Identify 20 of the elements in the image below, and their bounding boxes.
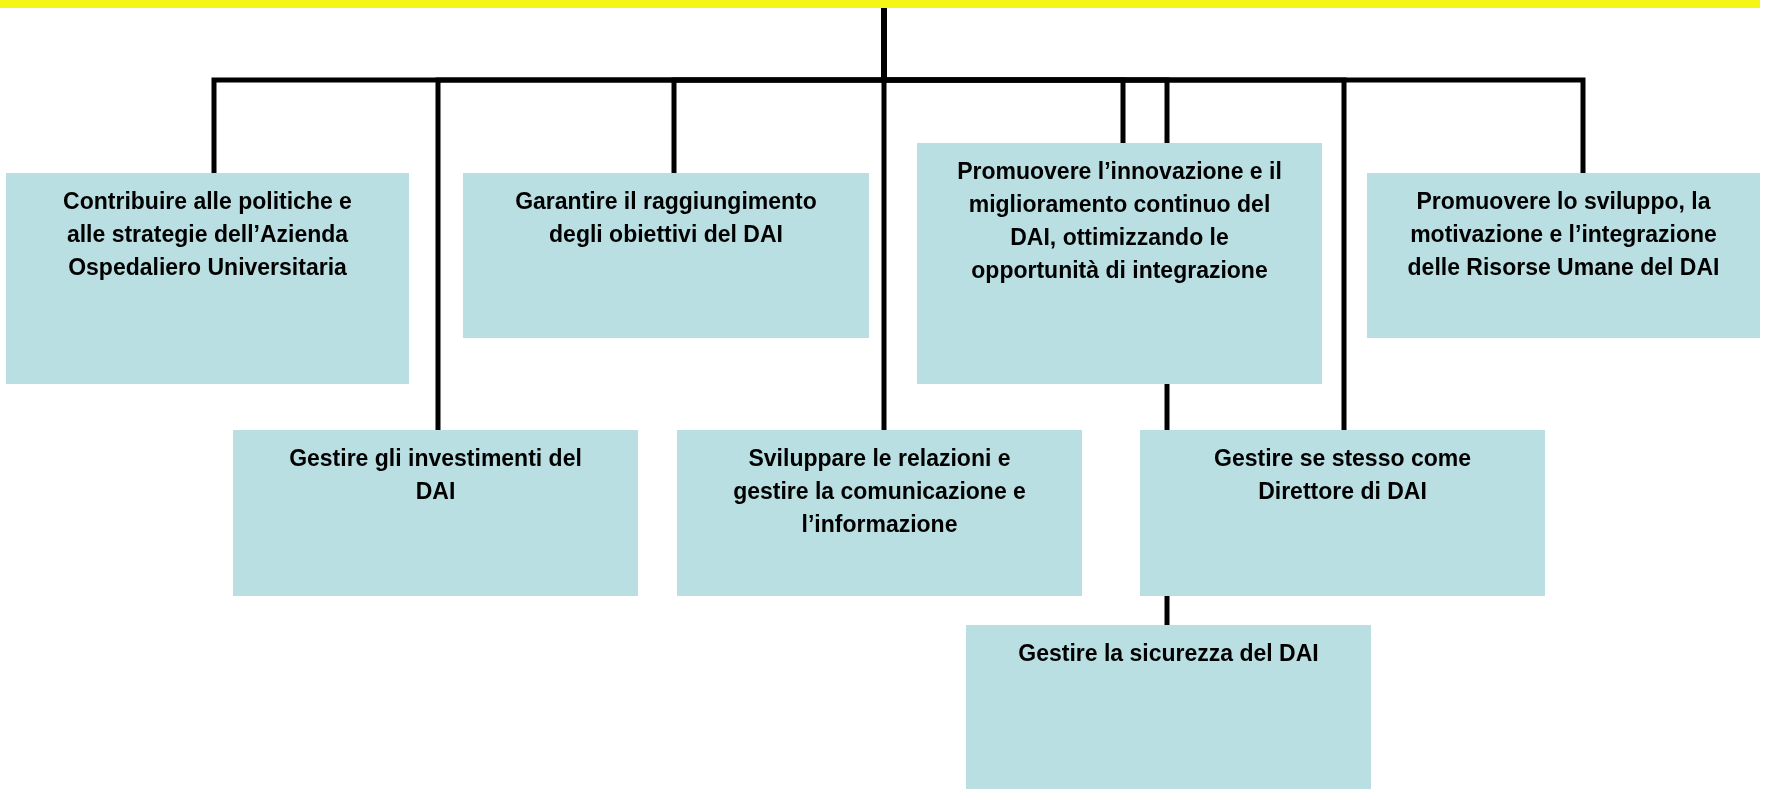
goal-text: Promuovere lo sviluppo, la motivazione e l’integrazione delle Risorse Umane del DAI <box>1406 187 1721 282</box>
connector-line <box>1164 384 1170 430</box>
goal-box <box>917 143 1322 384</box>
goal-text: Gestire la sicurezza del DAI <box>1018 639 1319 668</box>
goal-box <box>6 173 409 384</box>
goal-text: Garantire il raggiungimento degli obiettivi del DAI <box>514 187 818 249</box>
goal-text: Contribuire alle politiche e alle strategie dell’Azienda Ospedaliero Universitaria <box>62 187 353 282</box>
connector-line <box>881 8 1586 173</box>
goal-text: Sviluppare le relazioni e gestire la comunicazione e l’informazione <box>732 444 1027 539</box>
goal-box <box>966 625 1371 789</box>
connector-line <box>1164 596 1170 625</box>
header-bar <box>0 0 1760 8</box>
goal-box <box>677 430 1082 596</box>
goal-box <box>1367 173 1760 338</box>
goal-box <box>463 173 869 338</box>
goal-text: Promuovere l’innovazione e il miglioramento continuo del DAI, ottimizzando le opportunità di integrazione <box>956 157 1283 285</box>
goal-text: Gestire gli investimenti del DAI <box>288 444 583 506</box>
goal-box <box>1140 430 1545 596</box>
goal-box <box>233 430 638 596</box>
goal-text: Gestire se stesso come Direttore di DAI <box>1213 444 1472 506</box>
